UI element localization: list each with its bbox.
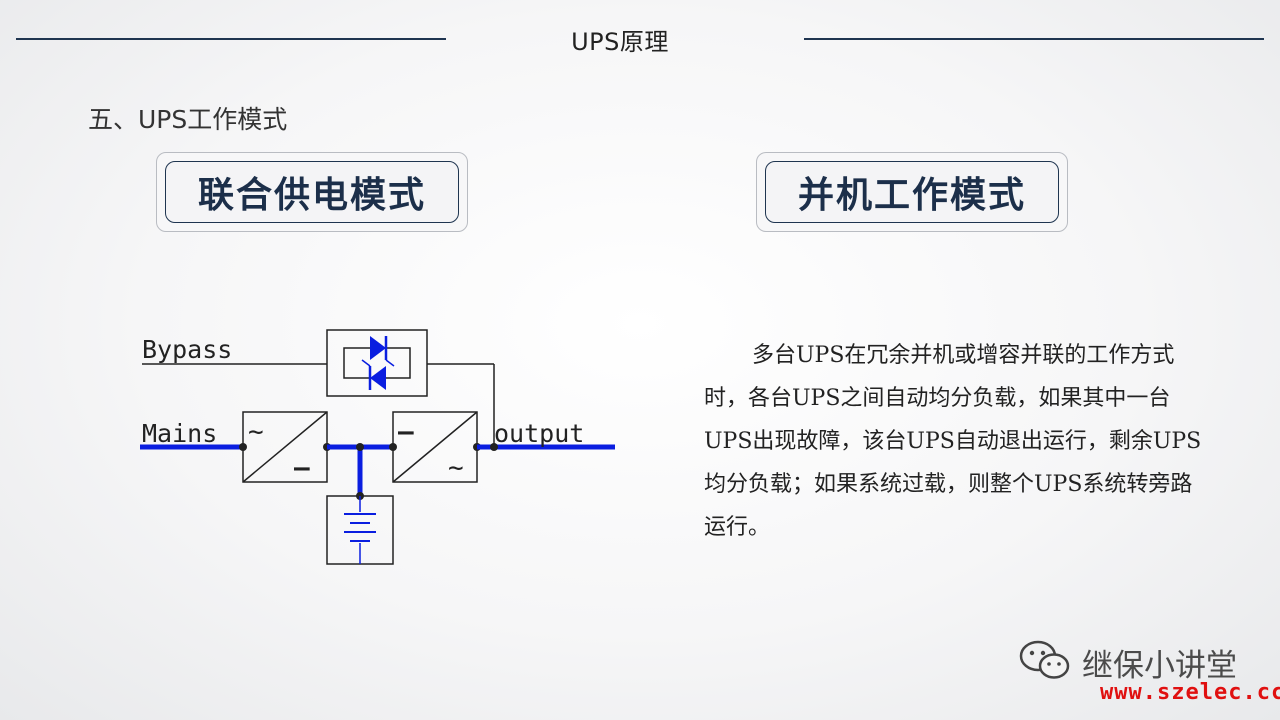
bypass-label: Bypass (142, 335, 232, 364)
header-line-right (804, 38, 1264, 40)
mode-label-parallel: 并机工作模式 (797, 175, 1026, 216)
wechat-icon (1019, 640, 1070, 679)
node-dot (490, 443, 498, 451)
mode-box-parallel: 并机工作模式 (756, 152, 1068, 232)
mode-label-combined-supply: 联合供电模式 (197, 175, 426, 216)
inverter-ac-symbol: ~ (448, 453, 464, 483)
inverter-diagonal (392, 411, 478, 483)
output-label: output (494, 419, 584, 448)
battery-icon (344, 496, 376, 564)
rectifier-dc-symbol: — (294, 453, 310, 483)
watermark-url: www.szelec.cc (1100, 680, 1280, 705)
thyristor-icon (361, 336, 395, 390)
description-text: 多台UPS在冗余并机或增容并联的工作方式时，各台UPS之间自动均分负载，如果其中… (704, 343, 1202, 540)
mode-box-inner: 并机工作模式 (765, 161, 1059, 223)
mode-box-combined-supply: 联合供电模式 (156, 152, 468, 232)
mains-label: Mains (142, 419, 217, 448)
watermark-name: 继保小讲堂 (1082, 648, 1237, 684)
header-line-left (16, 38, 446, 40)
rectifier-ac-symbol: ~ (248, 417, 264, 447)
section-heading: 五、UPS工作模式 (88, 105, 288, 134)
rectifier-diagonal (242, 411, 328, 483)
page-title: UPS原理 (571, 28, 669, 56)
static-switch-box (326, 329, 428, 397)
node-dot (356, 443, 364, 451)
inverter-dc-symbol: — (398, 417, 414, 447)
ups-circuit-diagram: Bypass Mains ~ — — ~ ou (140, 329, 615, 565)
mode-box-inner: 联合供电模式 (165, 161, 459, 223)
